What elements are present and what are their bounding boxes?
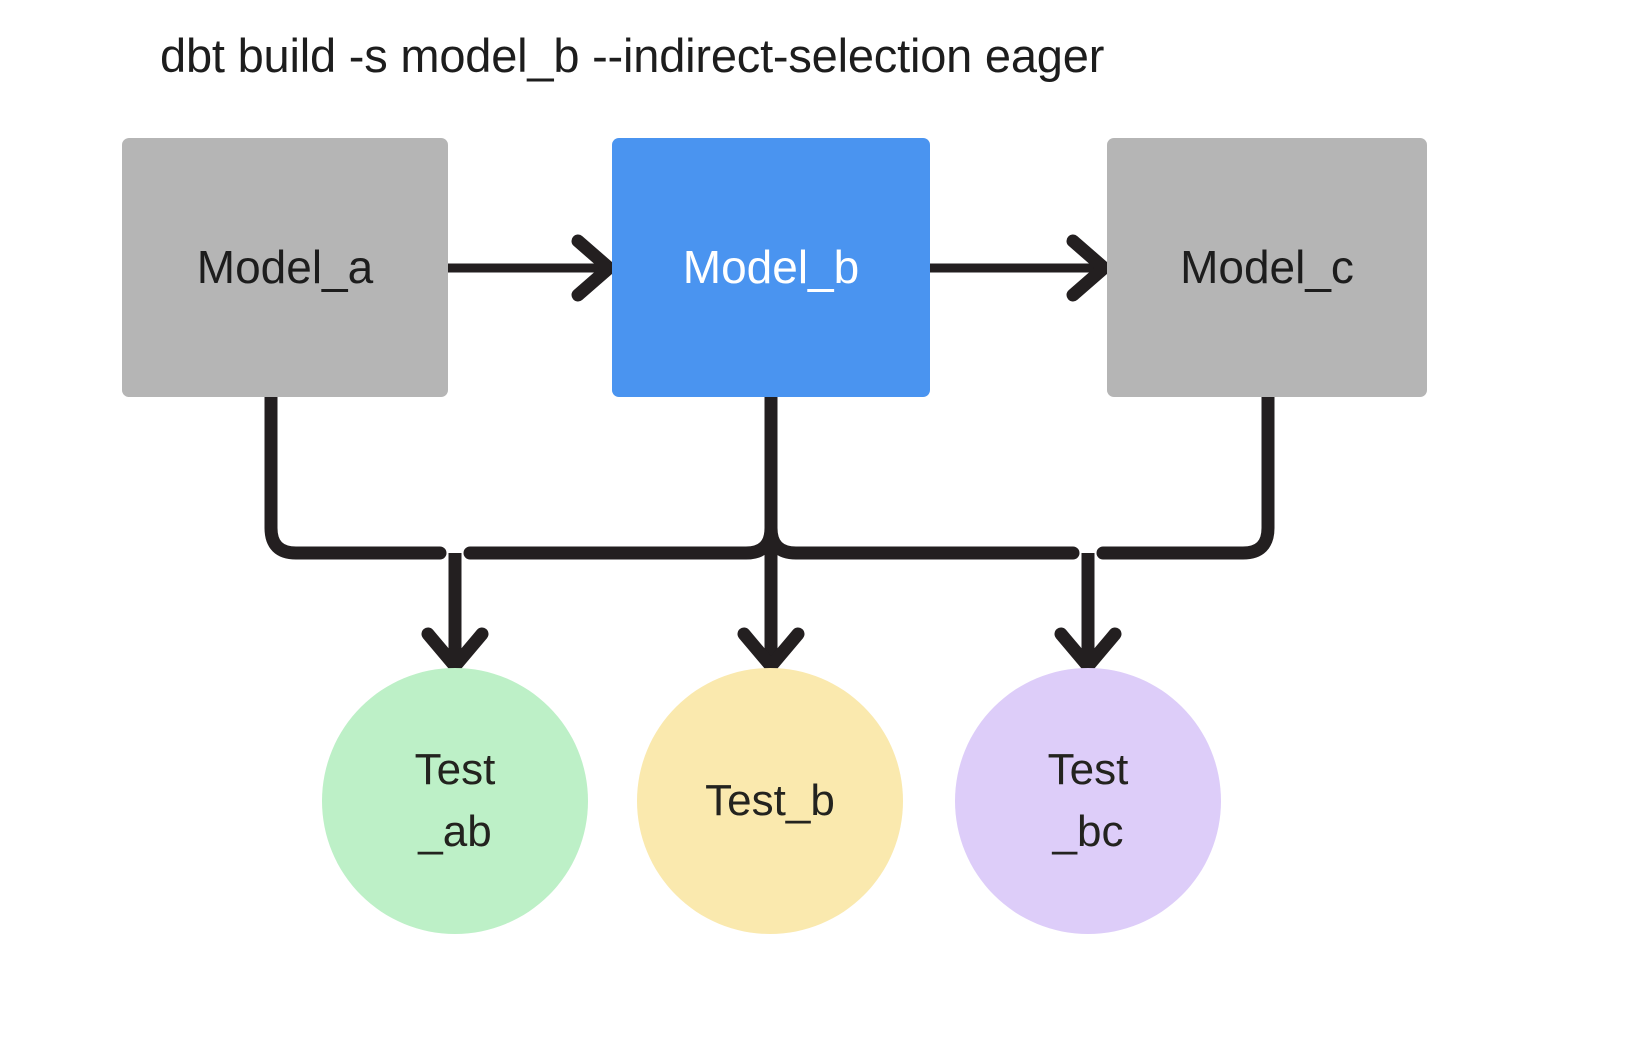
node-model-a-label: Model_a	[196, 241, 374, 294]
node-model-b[interactable]: Model_b	[612, 138, 930, 397]
node-test-ab-label-line-1: Test	[414, 744, 496, 794]
arrow-into-test-bc	[1054, 553, 1122, 673]
node-test-bc-label-line-2: _bc	[1052, 807, 1124, 856]
node-test-b-label-line-1: Test_b	[705, 775, 835, 825]
node-test-b[interactable]: Test_b	[637, 668, 903, 934]
node-test-ab[interactable]: Test _ab	[322, 668, 588, 934]
edge-model-c-to-test-bc	[1096, 390, 1275, 560]
diagram-title: dbt build -s model_b --indirect-selectio…	[160, 29, 1105, 82]
node-test-bc-label-line-1: Test	[1047, 744, 1129, 794]
arrow-into-test-b	[737, 397, 805, 673]
edge-model-a-to-model-b	[448, 234, 616, 302]
edge-model-b-to-test-bc	[764, 390, 1080, 560]
edge-model-a-to-test-ab	[264, 390, 447, 560]
node-model-a[interactable]: Model_a	[122, 138, 448, 397]
node-model-c-label: Model_c	[1180, 241, 1354, 294]
edge-model-b-to-model-c	[930, 234, 1111, 302]
node-test-bc[interactable]: Test _bc	[955, 668, 1221, 934]
node-model-c[interactable]: Model_c	[1107, 138, 1427, 397]
arrow-into-test-ab	[421, 553, 489, 673]
node-test-ab-label-line-2: _ab	[418, 807, 492, 856]
node-model-b-label: Model_b	[682, 241, 860, 294]
edge-model-b-to-test-ab	[463, 390, 778, 560]
